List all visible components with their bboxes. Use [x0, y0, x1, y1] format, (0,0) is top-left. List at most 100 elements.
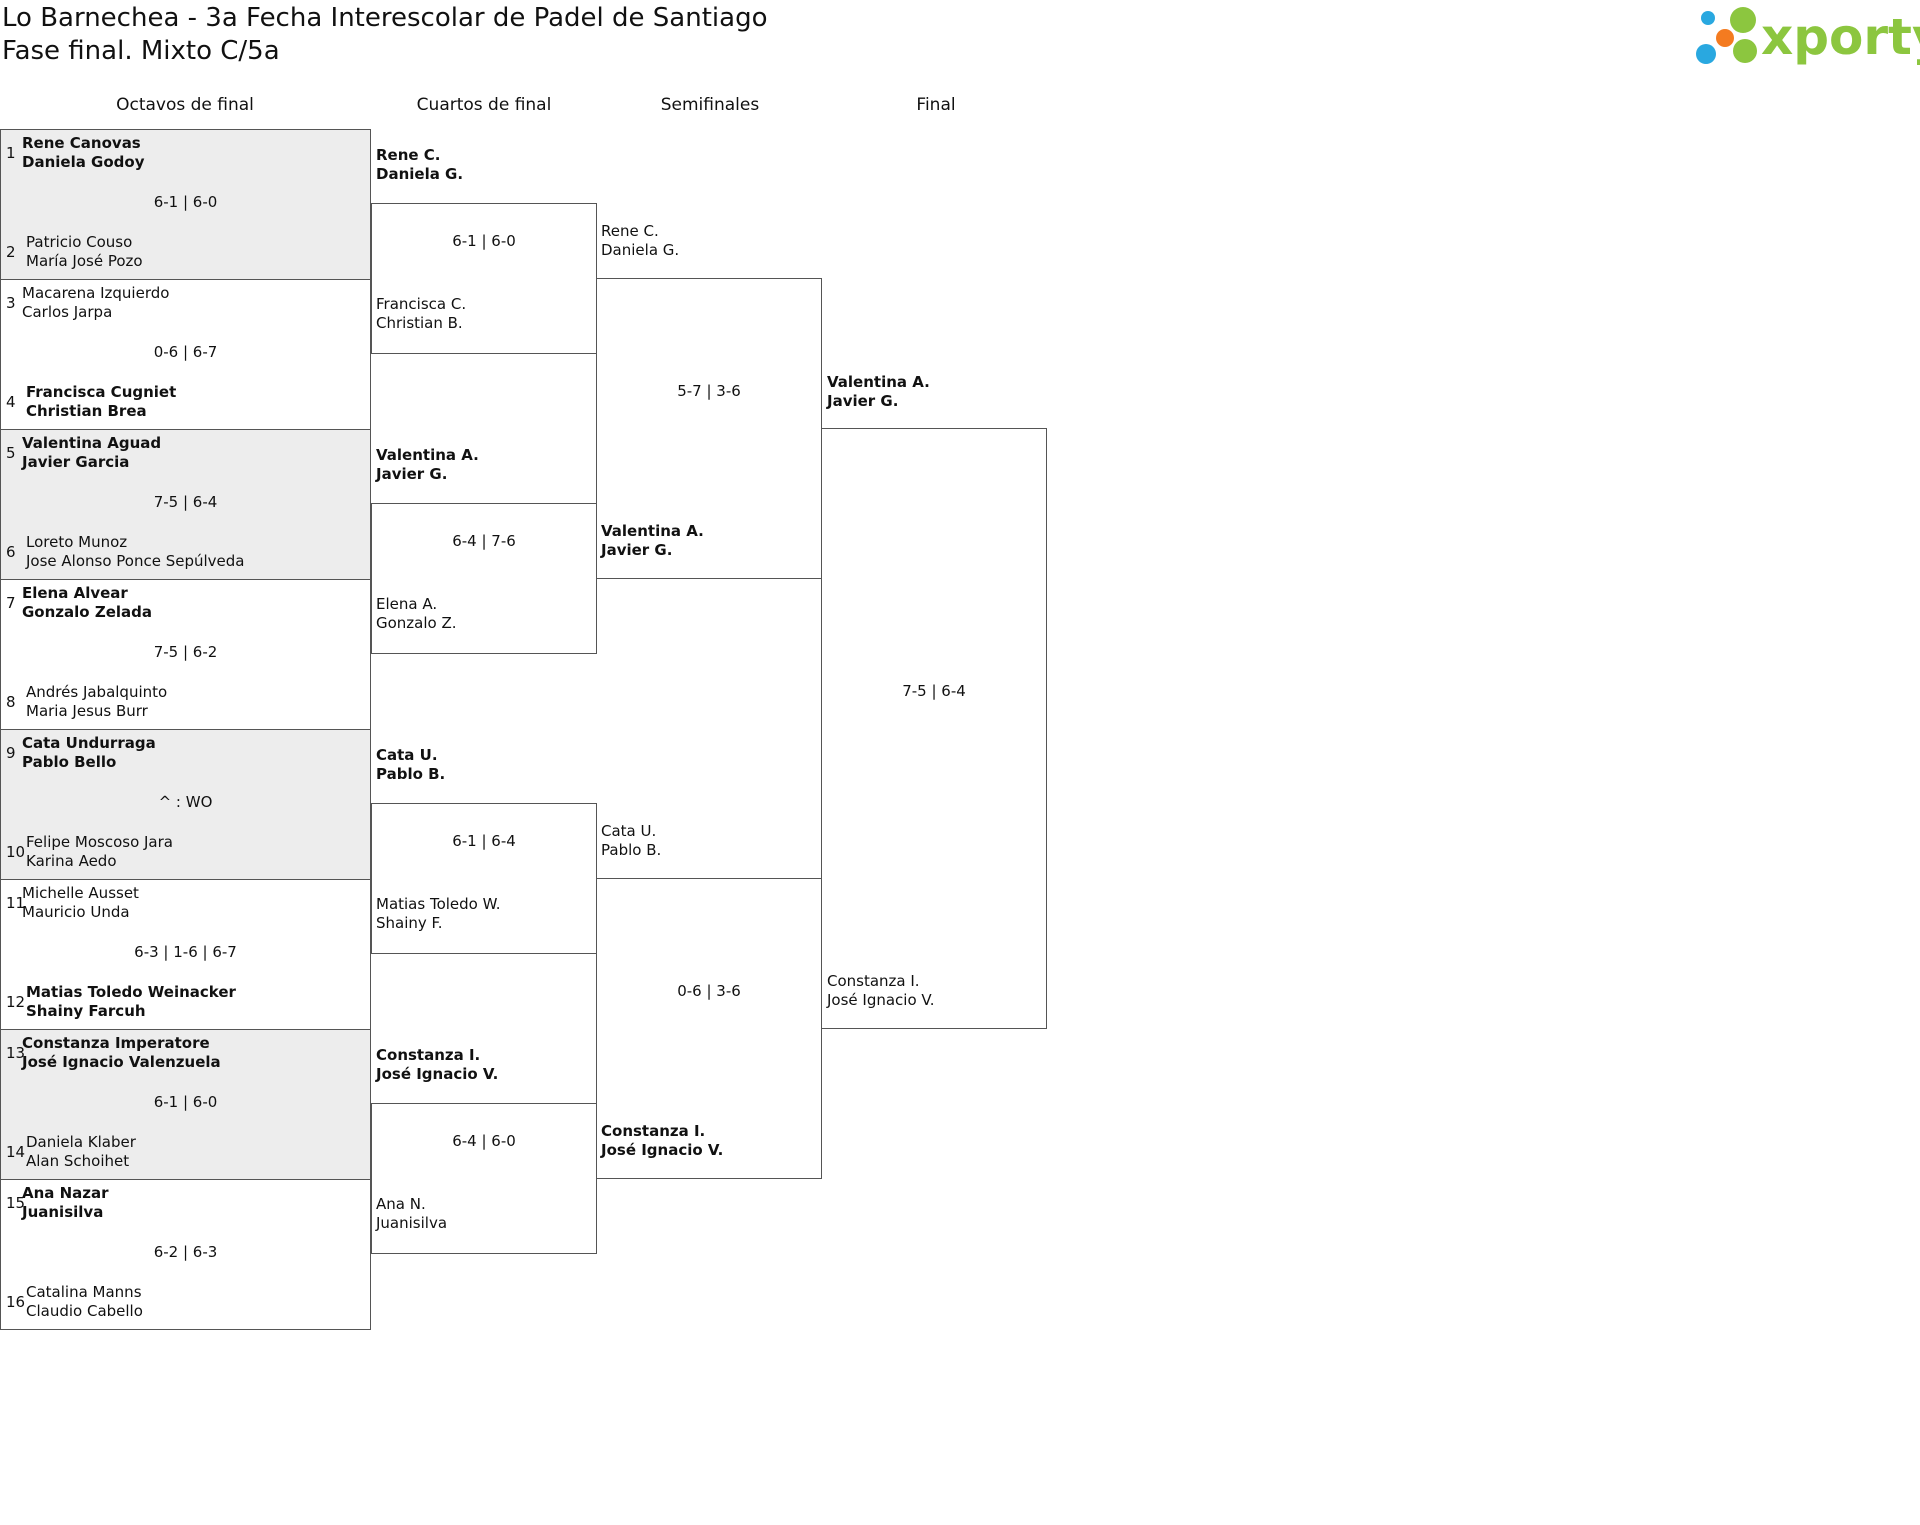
player-name: Karina Aedo — [26, 852, 117, 870]
qf-score: 6-1 | 6-4 — [452, 832, 516, 850]
round-header-final: Final — [916, 95, 956, 115]
sf-team-b: Constanza I.José Ignacio V. — [601, 1122, 723, 1160]
player-name: Michelle Ausset — [22, 884, 139, 902]
player-name: Valentina Aguad — [22, 434, 162, 452]
player-name: Daniela G. — [601, 241, 680, 259]
player-name: Francisca Cugniet — [26, 383, 177, 401]
player-name: Constanza I. — [827, 972, 920, 990]
page-title: Lo Barnechea - 3a Fecha Interescolar de … — [2, 3, 768, 33]
sf-team-b: Valentina A.Javier G. — [601, 522, 704, 560]
seed-number: 2 — [6, 243, 16, 261]
player-name: Shainy F. — [376, 914, 443, 932]
qf-team-a: Constanza I.José Ignacio V. — [376, 1046, 498, 1084]
player-name: Christian B. — [376, 314, 463, 332]
player-name: Valentina A. — [376, 446, 479, 464]
player-name: Macarena Izquierdo — [22, 284, 170, 302]
r16-match-box[interactable] — [0, 279, 371, 430]
player-name: Francisca C. — [376, 295, 467, 313]
player-name: Gonzalo Zelada — [22, 603, 152, 621]
player-name: Cata Undurraga — [22, 734, 156, 752]
seed-number: 8 — [6, 693, 16, 711]
page-subtitle: Fase final. Mixto C/5a — [2, 36, 280, 66]
seed-number: 9 — [6, 744, 16, 762]
player-name: Pablo Bello — [22, 753, 117, 771]
player-name: Andrés Jabalquinto — [26, 683, 168, 701]
seed-number: 7 — [6, 594, 16, 612]
player-name: Ana N. — [376, 1195, 426, 1213]
qf-score: 6-4 | 7-6 — [452, 532, 516, 550]
player-name: Elena Alvear — [22, 584, 128, 602]
player-name: Constanza I. — [601, 1122, 706, 1140]
seed-number: 5 — [6, 444, 16, 462]
seed-number: 14 — [6, 1143, 26, 1161]
seed-number: 1 — [6, 144, 16, 162]
player-name: Javier Garcia — [22, 453, 130, 471]
final-score: 7-5 | 6-4 — [902, 682, 966, 700]
final-match-box[interactable] — [821, 428, 1047, 1029]
qf-team-b: Matias Toledo W.Shainy F. — [376, 895, 501, 933]
r16-match-box[interactable] — [0, 129, 371, 280]
r16-match-box[interactable] — [0, 1029, 371, 1180]
round-header-semifinales: Semifinales — [660, 95, 760, 115]
match-score: 7-5 | 6-4 — [153, 493, 218, 511]
player-name: Christian Brea — [26, 402, 147, 420]
player-name: Carlos Jarpa — [22, 303, 113, 321]
seed-number: 6 — [6, 543, 16, 561]
match-score: 6-3 | 1-6 | 6-7 — [134, 943, 237, 961]
player-name: Rene Canovas — [22, 134, 141, 152]
seed-number: 13 — [6, 1044, 26, 1062]
r16-match-box[interactable] — [0, 429, 371, 580]
seed-number: 16 — [6, 1293, 26, 1311]
player-name: Javier G. — [827, 392, 899, 410]
logo-dots-icon — [1696, 7, 1757, 64]
player-name: José Ignacio V. — [376, 1065, 499, 1083]
player-name: Javier G. — [376, 465, 448, 483]
final-team-b: Constanza I.José Ignacio V. — [827, 972, 935, 1010]
qf-team-a: Valentina A.Javier G. — [376, 446, 479, 484]
player-name: Juanisilva — [22, 1203, 104, 1221]
qf-score: 6-1 | 6-0 — [452, 232, 516, 250]
qf-score: 6-4 | 6-0 — [452, 1132, 516, 1150]
round-header-octavos: Octavos de final — [116, 95, 254, 115]
r16-match-box[interactable] — [0, 1179, 371, 1330]
player-name: Ana Nazar — [22, 1184, 109, 1202]
player-name: Catalina Manns — [26, 1283, 142, 1301]
seed-number: 3 — [6, 294, 16, 312]
player-name: Mauricio Unda — [22, 903, 130, 921]
match-score: 6-2 | 6-3 — [153, 1243, 218, 1261]
player-name: Matias Toledo W. — [376, 895, 501, 913]
player-name: Rene C. — [376, 146, 441, 164]
r16-match-box[interactable] — [0, 579, 371, 730]
qf-team-a: Rene C.Daniela G. — [376, 146, 463, 184]
qf-team-b: Francisca C.Christian B. — [376, 295, 466, 333]
player-name: Matias Toledo Weinacker — [26, 983, 236, 1001]
match-score: ^ : WO — [158, 793, 213, 811]
r16-match-box[interactable] — [0, 729, 371, 880]
player-name: Alan Schoihet — [26, 1152, 130, 1170]
seed-number: 12 — [6, 993, 26, 1011]
sf-score: 0-6 | 3-6 — [677, 982, 741, 1000]
sf-team-a: Rene C.Daniela G. — [601, 222, 679, 260]
player-name: Jose Alonso Ponce Sepúlveda — [26, 552, 245, 570]
player-name: Valentina A. — [827, 373, 930, 391]
r16-match-box[interactable] — [0, 879, 371, 1030]
player-name: José Ignacio V. — [601, 1141, 724, 1159]
seed-number: 15 — [6, 1194, 26, 1212]
player-name: Loreto Munoz — [26, 533, 128, 551]
player-name: Javier G. — [601, 541, 673, 559]
player-name: Constanza Imperatore — [22, 1034, 210, 1052]
sf-team-a: Cata U.Pablo B. — [601, 822, 661, 860]
seed-number: 4 — [6, 393, 16, 411]
